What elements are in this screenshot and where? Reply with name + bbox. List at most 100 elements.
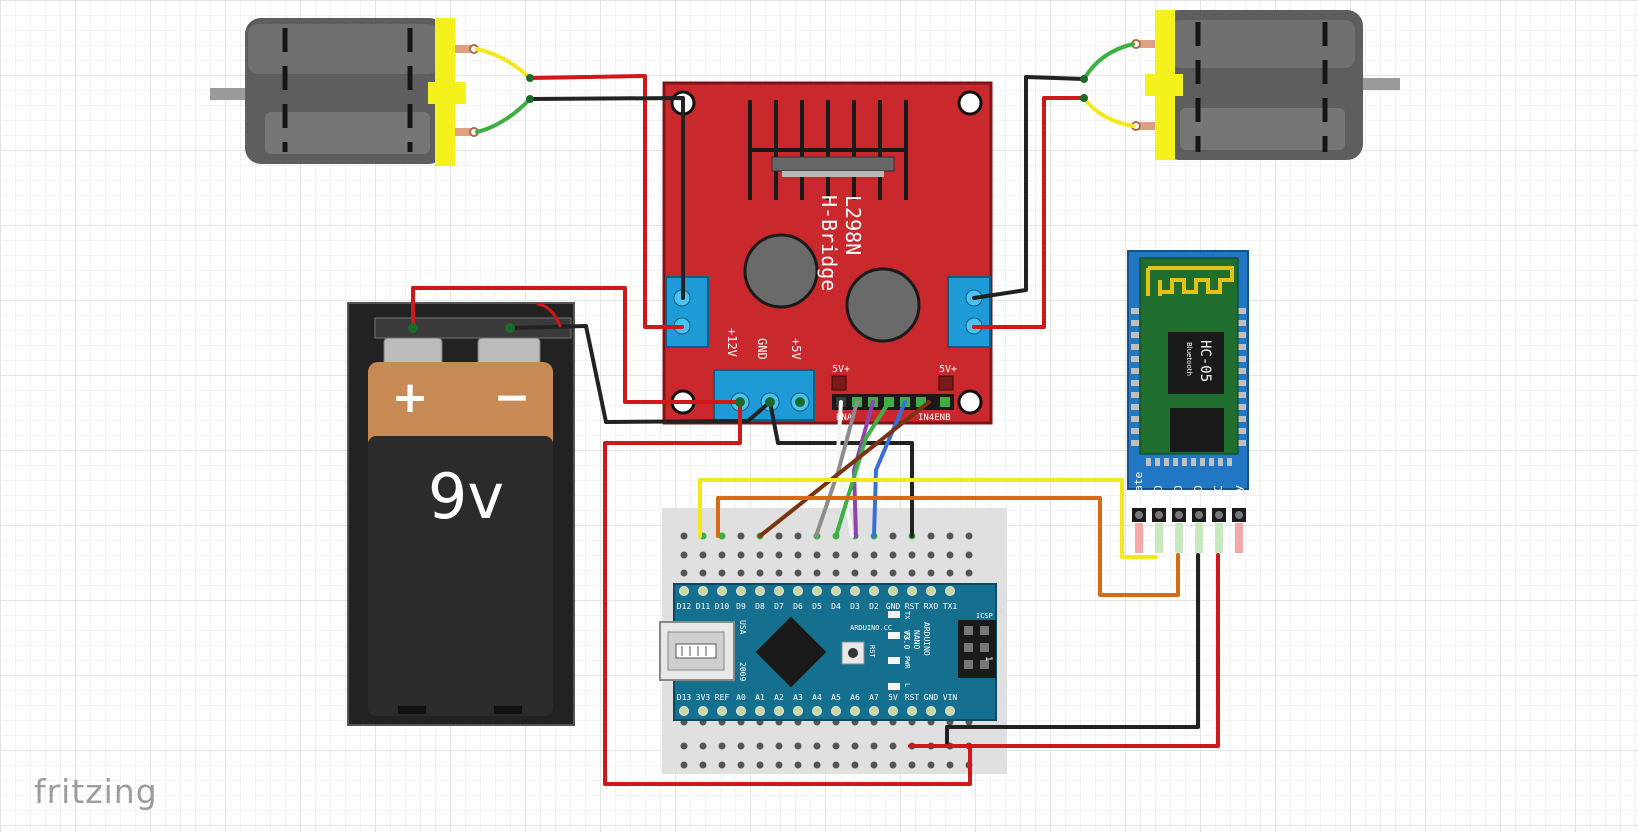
hc05-pad — [1238, 404, 1246, 410]
hc05-header-pin-hole — [1235, 511, 1243, 519]
wire-bt-gnd — [945, 553, 1200, 748]
hbridge-jumper-5v — [831, 375, 847, 391]
breadboard-hole — [851, 761, 859, 769]
breadboard-hole — [775, 551, 783, 559]
breadboard-hole — [870, 742, 878, 750]
right-motor-shaft — [1355, 78, 1400, 90]
nano-bottom-pin-label: A4 — [812, 693, 822, 702]
hbridge-terminal-motor-a — [665, 276, 709, 348]
hc05-pad — [1131, 428, 1139, 434]
breadboard-hole — [756, 569, 764, 577]
hc05-pad — [1131, 308, 1139, 314]
nano-bottom-pin-label: 5V — [888, 693, 898, 702]
nano-bottom-pin-label: A7 — [869, 693, 879, 702]
breadboard-hole — [718, 761, 726, 769]
hc05-pad — [1173, 458, 1178, 466]
nano-pin-hole — [869, 586, 879, 596]
wire-right-motor-lead-green — [1082, 42, 1135, 81]
right-motor — [1131, 10, 1400, 160]
breadboard-hole — [737, 551, 745, 559]
battery-voltage-label: 9v — [428, 460, 504, 533]
breadboard-hole — [718, 569, 726, 577]
battery-copper-top — [368, 362, 553, 450]
nano-bottom-pin-label: A3 — [793, 693, 803, 702]
breadboard-hole — [927, 551, 935, 559]
hc05-pad — [1131, 356, 1139, 362]
nano-rst-label: RST — [868, 645, 876, 658]
hc05-pad — [1227, 458, 1232, 466]
breadboard-hole — [851, 742, 859, 750]
breadboard-hole — [775, 532, 783, 540]
hc05-header-pin-hole — [1135, 511, 1143, 519]
breadboard-hole — [908, 551, 916, 559]
hc05-header — [1132, 508, 1246, 553]
nano-pin-hole — [888, 586, 898, 596]
nano-pin-hole — [717, 586, 727, 596]
nano-bottom-pin-label: A5 — [831, 693, 841, 702]
breadboard-hole — [889, 551, 897, 559]
nano-icsp-label: ICSP — [976, 612, 993, 620]
breadboard-hole — [737, 742, 745, 750]
breadboard-hole — [775, 742, 783, 750]
hc05-pad — [1146, 458, 1151, 466]
hbridge-ena-label: ENA — [836, 413, 853, 423]
nano-top-pin-label: GND — [886, 602, 901, 611]
hc05-pad — [1238, 368, 1246, 374]
breadboard-hole — [737, 761, 745, 769]
hc05-pad — [1131, 332, 1139, 338]
hc05-pad — [1131, 380, 1139, 386]
hc05-pad — [1131, 320, 1139, 326]
nano-pin-hole — [907, 706, 917, 716]
l298n-hbridge: L298N H-Bridge +12V GND +5V 5V+ 5V+ — [662, 81, 993, 425]
breadboard-hole — [699, 569, 707, 577]
nano-pin-hole — [755, 706, 765, 716]
breadboard-hole — [832, 761, 840, 769]
breadboard-hole — [718, 532, 726, 540]
reset-button-icon — [848, 648, 858, 658]
hc05-header-pin-hole — [1215, 511, 1223, 519]
wire-bt-vcc — [908, 553, 1220, 748]
hc05-pad — [1131, 440, 1139, 446]
left-motor-shaft — [210, 88, 248, 100]
wire-signal-brown — [758, 400, 931, 538]
hbridge-pin-12v-label: +12V — [725, 328, 739, 357]
breadboard-hole — [946, 551, 954, 559]
hc05-chip — [1168, 332, 1224, 394]
nano-led-l-label: L — [903, 683, 911, 687]
hbridge-terminal-motor-b — [947, 276, 991, 348]
breadboard-hole — [946, 761, 954, 769]
breadboard-hole — [851, 551, 859, 559]
nano-bottom-pin-label: A1 — [755, 693, 765, 702]
wire-bt-yellow — [698, 478, 1158, 559]
hbridge-mounting-hole — [957, 90, 983, 116]
nano-pin-hole — [850, 586, 860, 596]
breadboard-hole — [756, 761, 764, 769]
wire-right-motor-red — [972, 96, 1086, 329]
hbridge-in4enb-label: IN4ENB — [918, 413, 951, 423]
breadboard-hole — [680, 761, 688, 769]
nano-pin-hole — [774, 706, 784, 716]
hc05-pin-label: GND — [1192, 485, 1205, 505]
breadboard-hole — [832, 569, 840, 577]
hc05-flash-chip — [1170, 408, 1224, 452]
nano-mcu-chip — [755, 616, 827, 688]
breadboard-hole — [699, 761, 707, 769]
nano-top-pin-label: D6 — [793, 602, 803, 611]
hc05-pad — [1191, 458, 1196, 466]
wire-12v-rail — [603, 400, 972, 786]
breadboard-hole — [794, 742, 802, 750]
nano-model-line3: V3.0 — [902, 630, 911, 649]
breadboard-hole — [889, 761, 897, 769]
hc05-pads — [1131, 308, 1246, 466]
hbridge-jumper-left-label: 5V+ — [832, 364, 850, 375]
nano-top-pin-label: D7 — [774, 602, 784, 611]
nano-bottom-pin-label: 3V3 — [696, 693, 711, 702]
hc05-pin-leg — [1195, 523, 1203, 553]
nano-brand-label: ARDUINO.CC — [850, 624, 892, 632]
hc05-pad — [1209, 458, 1214, 466]
nano-pin-hole — [812, 706, 822, 716]
breadboard-hole — [870, 569, 878, 577]
